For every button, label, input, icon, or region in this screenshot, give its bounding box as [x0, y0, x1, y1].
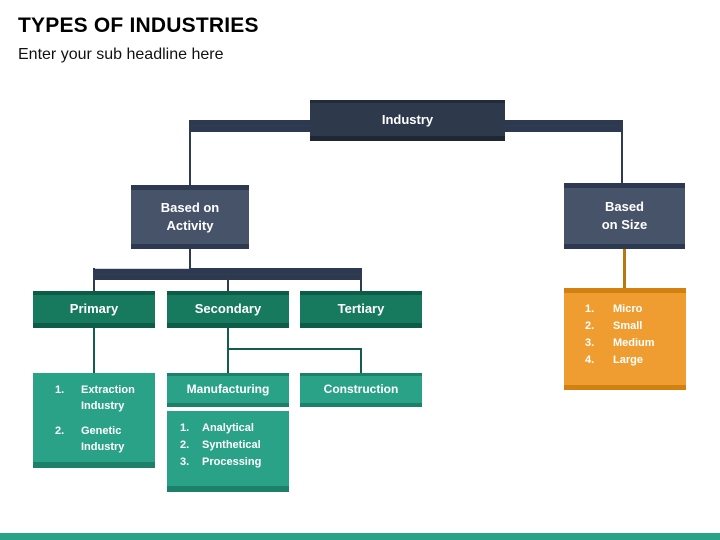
- list-item-text: Small: [613, 320, 643, 332]
- list-item-medium: 3. Medium: [585, 335, 682, 351]
- list-item-number: 1.: [55, 384, 65, 396]
- connector-secondary-row-horizontal: [227, 348, 362, 350]
- footer-accent-bar: [0, 533, 720, 540]
- node-industry-label: Industry: [381, 111, 434, 127]
- node-secondary-label: Secondary: [194, 301, 262, 317]
- node-tertiary-label: Tertiary: [337, 301, 385, 317]
- list-item-text: Medium: [613, 337, 655, 349]
- list-item-synthetical: 2. Synthetical: [180, 437, 285, 453]
- node-construction: Construction: [300, 373, 422, 407]
- list-item-genetic-industry: 2. Genetic Industry: [55, 423, 149, 455]
- node-based-on-size: Based on Size: [564, 183, 685, 249]
- node-manufacturing: Manufacturing: [167, 373, 289, 407]
- node-primary: Primary: [33, 291, 155, 328]
- list-item-text: Extraction Industry: [81, 384, 135, 412]
- slide-title: TYPES OF INDUSTRIES: [18, 14, 259, 37]
- list-item-small: 2. Small: [585, 318, 682, 334]
- connector-industry-right-horizontal: [505, 120, 623, 132]
- list-item-text: Micro: [613, 303, 643, 315]
- list-item-number: 4.: [585, 354, 595, 366]
- node-industry: Industry: [310, 100, 505, 141]
- node-secondary: Secondary: [167, 291, 289, 328]
- node-based-on-activity-label: Based on Activity: [160, 200, 220, 233]
- list-item-large: 4. Large: [585, 352, 682, 368]
- node-manufacturing-types-list: 1. Analytical 2. Synthetical 3. Processi…: [167, 411, 289, 492]
- list-item-number: 2.: [585, 320, 595, 332]
- connector-to-construction: [360, 348, 362, 373]
- list-item-text: Large: [613, 354, 643, 366]
- node-construction-label: Construction: [323, 382, 399, 397]
- slide-subtitle: Enter your sub headline here: [18, 46, 224, 63]
- connector-industry-left-horizontal: [189, 120, 310, 132]
- node-size-categories-list: 1. Micro 2. Small 3. Medium 4. Large: [564, 288, 686, 390]
- list-item-number: 3.: [585, 337, 595, 349]
- list-item-processing: 3. Processing: [180, 454, 285, 470]
- list-item-number: 2.: [55, 425, 65, 437]
- node-tertiary: Tertiary: [300, 291, 422, 328]
- node-primary-label: Primary: [69, 301, 119, 317]
- list-item-analytical: 1. Analytical: [180, 420, 285, 436]
- list-item-number: 1.: [585, 303, 595, 315]
- list-item-text: Analytical: [202, 422, 254, 434]
- node-based-on-activity: Based on Activity: [131, 185, 249, 249]
- list-item-extraction-industry: 1. Extraction Industry: [55, 382, 149, 414]
- list-item-number: 2.: [180, 439, 190, 451]
- list-item-text: Genetic Industry: [81, 425, 125, 453]
- list-item-number: 1.: [180, 422, 190, 434]
- node-manufacturing-label: Manufacturing: [186, 382, 270, 397]
- list-item-micro: 1. Micro: [585, 301, 682, 317]
- list-item-text: Synthetical: [202, 439, 261, 451]
- connector-size-to-list: [623, 249, 626, 288]
- node-primary-types-list: 1. Extraction Industry 2. Genetic Indust…: [33, 373, 155, 468]
- list-item-number: 3.: [180, 456, 190, 468]
- list-item-text: Processing: [202, 456, 262, 468]
- connector-secondary-to-manufacturing: [227, 327, 229, 373]
- node-based-on-size-label: Based on Size: [601, 199, 648, 232]
- connector-primary-to-list: [93, 327, 95, 373]
- connector-activity-row-light-segment: [94, 268, 189, 269]
